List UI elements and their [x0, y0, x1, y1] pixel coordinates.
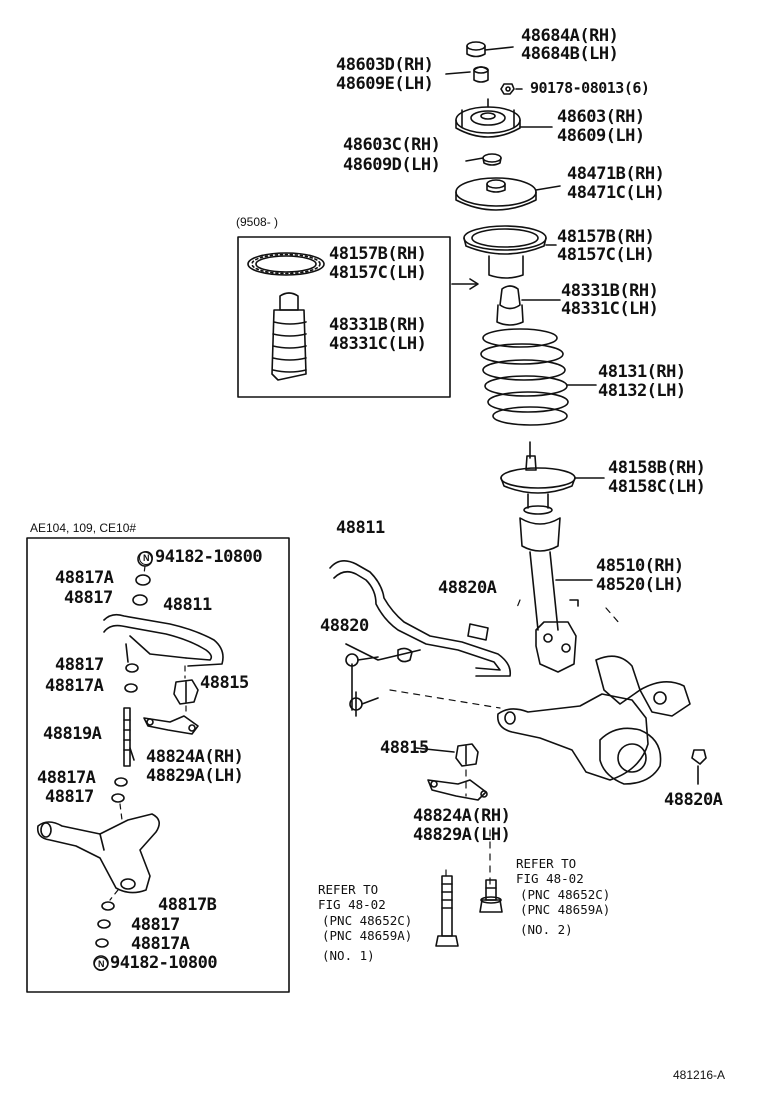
- knuckle-arm-drawing: [496, 655, 691, 785]
- link-bush-right-drawing: [691, 749, 707, 785]
- label-bracket-lh: 48829A(LH): [413, 825, 511, 845]
- label-inset-boot-lh: 48157C(LH): [329, 263, 427, 283]
- arrow: [451, 278, 479, 290]
- label-lower-insulator-lh: 48609D(LH): [343, 155, 441, 175]
- refer-1-line-a: REFER TO: [318, 882, 379, 897]
- label-spring-lh: 48132(LH): [598, 381, 686, 401]
- label-link-bushing: 48820A: [438, 578, 497, 598]
- label-boot-rh: 48157B(RH): [557, 227, 655, 247]
- label-boot-lh: 48157C(LH): [557, 245, 655, 265]
- inset-lower-arm-drawing: [36, 813, 160, 894]
- inset-model-title: AE104, 109, CE10#: [30, 521, 137, 535]
- stabilizer-bar-drawing: [329, 560, 512, 717]
- label-upper-insulator-lh: 48609E(LH): [336, 74, 434, 94]
- inset-bolt-drawing: [123, 707, 135, 767]
- inset-label-cup-1: 48817: [64, 588, 113, 608]
- date-inset-box: [237, 236, 451, 398]
- inset-label-cup-a2: 48817A: [45, 676, 104, 696]
- lower-insulator-drawing: [465, 153, 502, 166]
- strut-assembly-drawing: [519, 493, 593, 673]
- refer-2-number: (NO. 2): [520, 922, 573, 937]
- inset-bumper-drawing: [271, 292, 307, 381]
- refer-2-line-d: (PNC 48659A): [520, 902, 611, 917]
- coil-spring-drawing: [480, 328, 597, 426]
- new-part-mark: N: [94, 957, 108, 971]
- refer-1-line-c: (PNC 48652C): [322, 913, 413, 928]
- new-part-mark: N: [139, 551, 153, 565]
- refer-2-line-c: (PNC 48652C): [520, 887, 611, 902]
- label-inset-boot-rh: 48157B(RH): [329, 244, 427, 264]
- bolt-2-drawing: [479, 879, 503, 913]
- lower-seat-drawing: [500, 441, 605, 494]
- refer-1-line-b: FIG 48-02: [318, 897, 386, 912]
- top-cap-drawing: [466, 41, 514, 58]
- label-bumper-lh: 48331C(LH): [561, 299, 659, 319]
- inset-label-cup-4: 48817: [131, 915, 180, 935]
- inset-bushing-drawing: [173, 679, 199, 705]
- label-mount-lh: 48609(LH): [557, 126, 645, 146]
- label-date-range: (9508- ): [236, 215, 279, 229]
- inset-label-cup-2: 48817: [55, 655, 104, 675]
- inset-bracket-drawing: [143, 715, 199, 735]
- upper-seat-drawing: [455, 177, 561, 211]
- bushing-main-drawing: [415, 743, 479, 767]
- bump-stop-drawing: [496, 285, 561, 326]
- label-strut-lh: 48520(LH): [596, 575, 684, 595]
- model-inset-box: [26, 537, 290, 993]
- label-lower-seat-lh: 48158C(LH): [608, 477, 706, 497]
- label-top-cap-rh: 48684A(RH): [521, 26, 619, 46]
- refer-2-line-b: FIG 48-02: [516, 871, 584, 886]
- inset-label-stabilizer: 48811: [163, 595, 212, 615]
- label-link-bushing-right: 48820A: [664, 790, 723, 810]
- inset-boot-drawing: [247, 252, 325, 276]
- inset-label-bracket-rh: 48824A(RH): [146, 747, 244, 767]
- label-upper-seat-rh: 48471B(RH): [567, 164, 665, 184]
- inset-label-cup-3: 48817: [45, 787, 94, 807]
- label-spring-rh: 48131(RH): [598, 362, 686, 382]
- label-stabilizer-bar: 48811: [336, 518, 385, 538]
- inset-stabilizer-drawing: [103, 613, 224, 667]
- label-upper-seat-lh: 48471C(LH): [567, 183, 665, 203]
- refer-1-line-d: (PNC 48659A): [322, 928, 413, 943]
- inset-dashes: [109, 565, 187, 901]
- label-mount-rh: 48603(RH): [557, 107, 645, 127]
- dust-boot-drawing: [463, 225, 557, 279]
- upper-insulator-drawing: [445, 66, 489, 83]
- inset-cups: [93, 551, 153, 971]
- label-lower-insulator-rh: 48603C(RH): [343, 135, 441, 155]
- label-bumper-rh: 48331B(RH): [561, 281, 659, 301]
- bracket-main-drawing: [427, 779, 488, 801]
- strut-mount-drawing: [455, 98, 553, 138]
- label-bracket-rh: 48824A(RH): [413, 806, 511, 826]
- label-inset-bumper-lh: 48331C(LH): [329, 334, 427, 354]
- figure-id: 481216-A: [673, 1068, 726, 1082]
- inset-label-cup-a4: 48817A: [131, 934, 190, 954]
- inset-label-bolt: 48819A: [43, 724, 102, 744]
- inset-label-bracket-lh: 48829A(LH): [146, 766, 244, 786]
- inset-label-cup-a1: 48817A: [55, 568, 114, 588]
- inset-label-bushing: 48815: [200, 673, 249, 693]
- refer-2-line-a: REFER TO: [516, 856, 577, 871]
- nut-drawing: [500, 83, 523, 95]
- label-upper-insulator-rh: 48603D(RH): [336, 55, 434, 75]
- inset-label-cup-b: 48817B: [158, 895, 217, 915]
- label-bushing: 48815: [380, 738, 429, 758]
- label-inset-bumper-rh: 48331B(RH): [329, 315, 427, 335]
- label-top-cap-lh: 48684B(LH): [521, 44, 619, 64]
- refer-1-number: (NO. 1): [322, 948, 375, 963]
- inset-label-cup-a3: 48817A: [37, 768, 96, 788]
- label-nut: 90178-08013(6): [530, 79, 650, 97]
- label-lower-seat-rh: 48158B(RH): [608, 458, 706, 478]
- bolt-1-drawing: [435, 875, 459, 947]
- label-stabilizer-link: 48820: [320, 616, 369, 636]
- label-strut-rh: 48510(RH): [596, 556, 684, 576]
